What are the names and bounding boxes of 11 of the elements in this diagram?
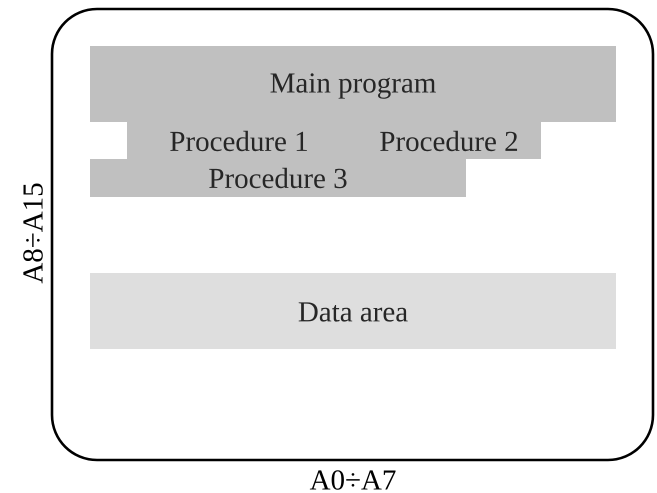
procedure-area: Procedure 2 <box>345 122 541 159</box>
node-label: Procedure 1 <box>170 130 307 152</box>
address-label: A0÷A7 <box>310 470 396 490</box>
procedure-area: Procedure 3 <box>90 159 466 197</box>
procedure-area: Procedure 1 <box>127 122 345 159</box>
node-label: Procedure 2 <box>380 130 518 152</box>
node-label: Main program <box>270 73 436 99</box>
data-area: Data area <box>90 273 616 349</box>
address-label: A8÷A15 <box>23 184 43 284</box>
node-label: Procedure 3 <box>209 168 347 188</box>
memory-block <box>50 8 654 462</box>
